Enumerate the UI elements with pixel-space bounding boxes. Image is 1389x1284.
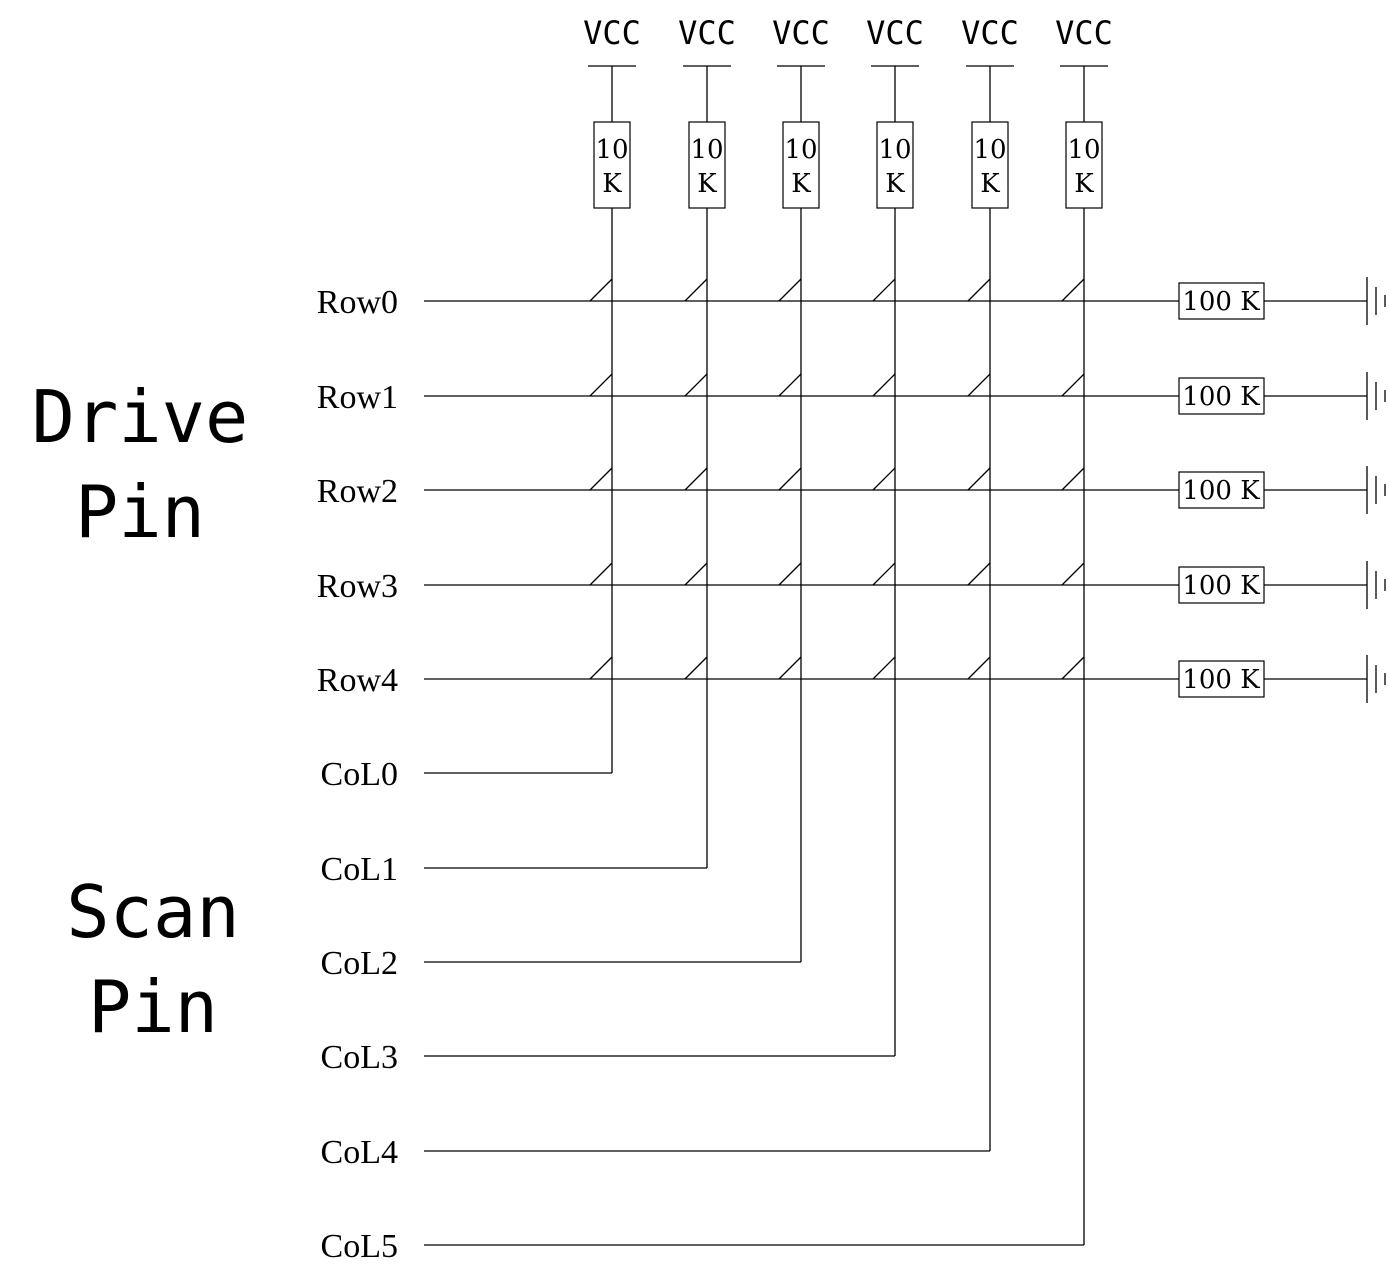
pulldown-resistor-value: 100 K — [1182, 571, 1260, 601]
key-switch — [589, 467, 613, 491]
vcc-label: VCC — [961, 14, 1019, 52]
pullup-resistor — [876, 121, 914, 209]
circuit-elements: VCC 10K CoL0 VCC 10K CoL1 VCC 10K CoL2 VCC 10K CoL3… — [317, 14, 1386, 1265]
key-switch — [1061, 373, 1085, 397]
drive-pin-label: Row1 — [317, 379, 398, 416]
scan-pin-label: CoL4 — [321, 1134, 398, 1171]
key-switch — [684, 373, 708, 397]
key-switch — [684, 656, 708, 680]
drive-pin-label: Row4 — [317, 662, 398, 699]
scan-pin-label: CoL5 — [321, 1228, 398, 1265]
pulldown-resistor-value: 100 K — [1182, 382, 1260, 412]
key-switch — [1061, 562, 1085, 586]
key-switch — [778, 467, 802, 491]
drive-pin-label: Row0 — [317, 284, 398, 321]
pullup-resistor-unit: K — [885, 169, 905, 199]
key-switch — [967, 278, 991, 302]
key-switch — [872, 562, 896, 586]
key-switch — [872, 467, 896, 491]
key-switch — [589, 656, 613, 680]
key-switch — [967, 656, 991, 680]
pullup-resistor-unit: K — [791, 169, 811, 199]
pulldown-resistor — [1178, 282, 1265, 320]
key-switch — [684, 467, 708, 491]
pulldown-resistor-value: 100 K — [1182, 287, 1260, 317]
pulldown-resistor-value: 100 K — [1182, 665, 1260, 695]
key-switch — [967, 562, 991, 586]
drive-pin-label-line1: Drive — [32, 375, 249, 459]
pullup-resistor — [688, 121, 726, 209]
vcc-label: VCC — [583, 14, 641, 52]
key-switch — [872, 373, 896, 397]
key-switch — [778, 278, 802, 302]
pullup-resistor-value: 10 — [784, 135, 817, 165]
key-switch — [778, 373, 802, 397]
pullup-resistor-unit: K — [697, 169, 717, 199]
key-switch — [589, 373, 613, 397]
pullup-resistor-unit: K — [1074, 169, 1094, 199]
pullup-resistor-value: 10 — [1067, 135, 1100, 165]
key-switch — [684, 278, 708, 302]
key-switch — [872, 278, 896, 302]
vcc-label: VCC — [772, 14, 830, 52]
key-switch — [1061, 656, 1085, 680]
scan-pin-label-line2: Pin — [88, 965, 218, 1049]
scan-pin-label: CoL3 — [321, 1039, 398, 1076]
pullup-resistor-unit: K — [602, 169, 622, 199]
pullup-resistor-value: 10 — [878, 135, 911, 165]
scan-pin-label: CoL0 — [321, 756, 398, 793]
scan-pin-label: CoL1 — [321, 851, 398, 888]
drive-pin-label: Row2 — [317, 473, 398, 510]
pullup-resistor — [971, 121, 1009, 209]
key-switch — [778, 656, 802, 680]
key-switch — [589, 278, 613, 302]
key-switch — [1061, 467, 1085, 491]
key-switch — [872, 656, 896, 680]
pulldown-resistor-value: 100 K — [1182, 476, 1260, 506]
vcc-label: VCC — [866, 14, 924, 52]
pulldown-resistor — [1178, 471, 1265, 509]
pullup-resistor-value: 10 — [690, 135, 723, 165]
pulldown-resistor — [1178, 566, 1265, 604]
drive-pin-label: Row3 — [317, 568, 398, 605]
key-switch — [778, 562, 802, 586]
key-switch — [967, 467, 991, 491]
key-switch — [589, 562, 613, 586]
vcc-label: VCC — [678, 14, 736, 52]
vcc-label: VCC — [1055, 14, 1113, 52]
pulldown-resistor — [1178, 377, 1265, 415]
pullup-resistor — [593, 121, 631, 209]
pullup-resistor-value: 10 — [973, 135, 1006, 165]
scan-pin-label-line1: Scan — [66, 870, 239, 954]
pullup-resistor-unit: K — [980, 169, 1000, 199]
key-switch — [967, 373, 991, 397]
drive-pin-label-line2: Pin — [75, 470, 205, 554]
pullup-resistor-value: 10 — [595, 135, 628, 165]
key-switch — [1061, 278, 1085, 302]
pullup-resistor — [1065, 121, 1103, 209]
scan-pin-label: CoL2 — [321, 945, 398, 982]
key-switch — [684, 562, 708, 586]
